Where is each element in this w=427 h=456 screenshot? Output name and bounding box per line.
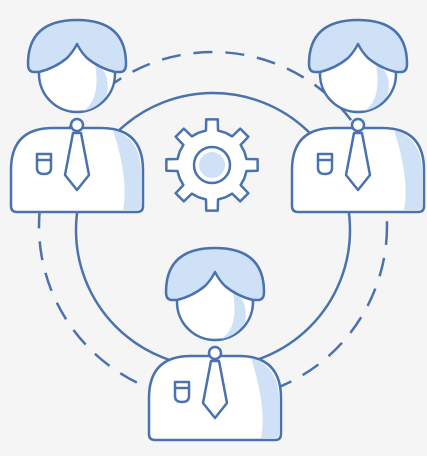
- person-icon: [147, 246, 283, 442]
- person-icon: [9, 18, 145, 214]
- person-icon: [290, 18, 426, 214]
- gear-icon: [165, 118, 259, 212]
